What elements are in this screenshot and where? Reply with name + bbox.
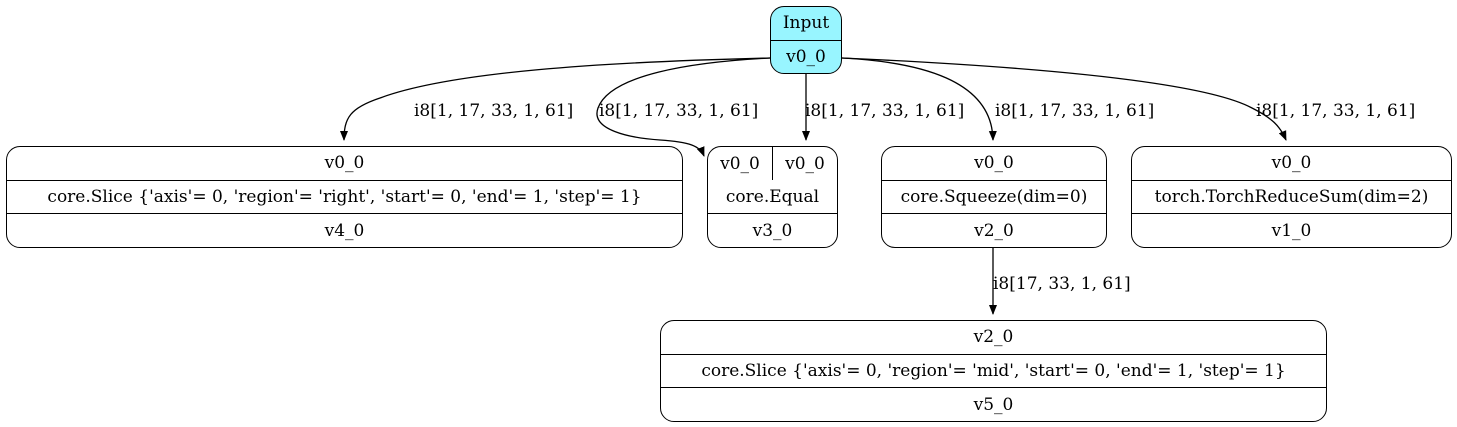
- equal-input-a: v0_0: [720, 153, 760, 174]
- slice-mid-output: v5_0: [661, 387, 1326, 421]
- slice-mid-node[interactable]: v2_0 core.Slice {'axis'= 0, 'region'= 'm…: [660, 320, 1327, 422]
- edge-label-squeeze-to-slice-mid: i8[17, 33, 1, 61]: [993, 274, 1131, 294]
- slice-right-output: v4_0: [7, 213, 682, 247]
- equal-input-b: v0_0: [772, 147, 837, 180]
- equal-output: v3_0: [708, 213, 837, 247]
- edge-input-to-squeeze: [841, 57, 997, 141]
- input-node[interactable]: Input v0_0: [770, 6, 842, 74]
- edge-label-input-to-reduce-sum: i8[1, 17, 33, 1, 61]: [1256, 101, 1415, 121]
- edge-label-input-to-slice-right: i8[1, 17, 33, 1, 61]: [414, 101, 573, 121]
- reduce-sum-op: torch.TorchReduceSum(dim=2): [1132, 179, 1451, 214]
- reduce-sum-node[interactable]: v0_0 torch.TorchReduceSum(dim=2) v1_0: [1131, 146, 1452, 248]
- edge-label-input-to-equal-a: i8[1, 17, 33, 1, 61]: [599, 101, 758, 121]
- edge-input-to-slice-right: [340, 57, 771, 141]
- edge-label-input-to-equal-b: i8[1, 17, 33, 1, 61]: [805, 101, 964, 121]
- squeeze-output: v2_0: [882, 213, 1106, 247]
- equal-op: core.Equal: [725, 186, 820, 207]
- squeeze-node[interactable]: v0_0 core.Squeeze(dim=0) v2_0: [881, 146, 1107, 248]
- edge-input-to-reduce-sum: [841, 57, 1287, 141]
- slice-mid-input: v2_0: [973, 327, 1014, 348]
- squeeze-op: core.Squeeze(dim=0): [882, 179, 1106, 214]
- slice-right-input: v0_0: [324, 153, 365, 174]
- edge-input-to-equal-a: [596, 57, 771, 157]
- slice-right-node[interactable]: v0_0 core.Slice {'axis'= 0, 'region'= 'r…: [6, 146, 683, 248]
- reduce-sum-output: v1_0: [1132, 213, 1451, 247]
- equal-node[interactable]: v0_0 v0_0 core.Equal v3_0: [707, 146, 838, 248]
- squeeze-input: v0_0: [974, 153, 1014, 174]
- input-node-title: Input: [782, 13, 830, 34]
- equal-inputs: v0_0 v0_0: [708, 147, 837, 180]
- edge-label-input-to-squeeze: i8[1, 17, 33, 1, 61]: [995, 101, 1154, 121]
- input-node-output: v0_0: [771, 39, 841, 74]
- reduce-sum-input: v0_0: [1271, 153, 1312, 174]
- slice-mid-op: core.Slice {'axis'= 0, 'region'= 'mid', …: [661, 353, 1326, 388]
- slice-right-op: core.Slice {'axis'= 0, 'region'= 'right'…: [7, 179, 682, 214]
